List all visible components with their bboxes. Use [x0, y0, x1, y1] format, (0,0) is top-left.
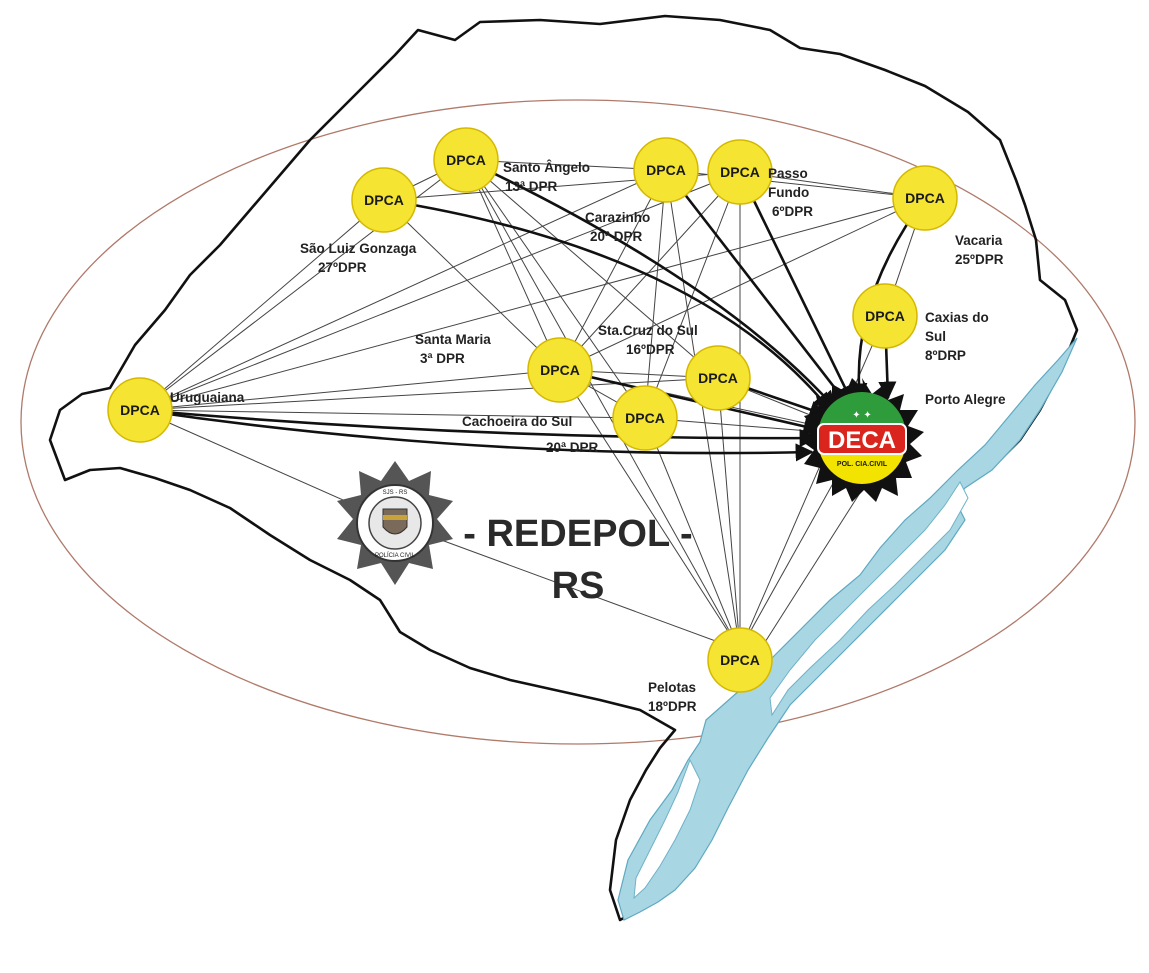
dpca-node-circle	[633, 137, 699, 203]
hub-badge-text: DECA	[828, 427, 896, 454]
dpca-node-uruguaiana: DPCA	[107, 377, 173, 443]
city-label-vacaria-line-1: Vacaria	[955, 233, 1003, 248]
city-label-cachoeira-line-1: Cachoeira do Sul	[462, 414, 572, 429]
city-label-passo-fundo-line-2: Fundo	[768, 185, 809, 200]
city-label-sao-luiz-line-1: São Luiz Gonzaga	[300, 241, 417, 256]
dpca-node-cachoeira: DPCA	[612, 385, 678, 451]
connection-lines	[139, 159, 926, 651]
city-label-santo-angelo-line-2: 13ª DPR	[505, 179, 558, 194]
dpca-node-vacaria: DPCA	[892, 165, 958, 231]
hub-red-banner	[817, 423, 907, 455]
city-labels: São Luiz Gonzaga 27ºDPR Santo Ângelo 13ª DP…	[170, 160, 1004, 714]
city-label-pelotas-line-2: 18ºDPR	[648, 699, 697, 714]
dpca-node-circle	[351, 167, 417, 233]
network-ellipse	[20, 99, 1136, 745]
seal-top-text: SJS - RS	[383, 490, 408, 496]
city-label-santo-angelo-line-1: Santo Ângelo	[503, 160, 590, 175]
dpca-node-circle	[612, 385, 678, 451]
dpca-node-text: DPCA	[540, 362, 580, 378]
dpca-node-sao-luiz: DPCA	[351, 167, 417, 233]
seal-crest-icon	[382, 508, 408, 535]
city-label-cachoeira-line-2: 20ª DPR	[546, 440, 599, 455]
seal-bottom-text: POLÍCIA CIVIL	[375, 552, 416, 559]
city-label-passo-fundo-line-1: Passo	[768, 166, 808, 181]
dpca-node-text: DPCA	[120, 402, 160, 418]
dpca-node-circle	[685, 345, 751, 411]
city-label-caxias-line-3: 8ºDRP	[925, 348, 966, 363]
city-label-santa-cruz-line-1: Sta.Cruz do Sul	[598, 323, 698, 338]
dpca-node-text: DPCA	[446, 152, 486, 168]
dpca-node-santa-cruz: DPCA	[685, 345, 751, 411]
dpca-node-pelotas: DPCA	[707, 627, 773, 693]
hub-icon-marks: ✦ ✦	[852, 410, 872, 421]
dpca-node-circle	[852, 283, 918, 349]
dpca-node-text: DPCA	[720, 652, 760, 668]
seal-crest-band	[383, 515, 407, 520]
dpca-node-text: DPCA	[698, 370, 738, 386]
title-line-1: - REDEPOL -	[463, 513, 692, 555]
dpca-node-text: DPCA	[625, 410, 665, 426]
city-label-carazinho-line-1: Carazinho	[585, 210, 650, 225]
dpca-node-passo-fundo: DPCA	[707, 139, 773, 205]
hub-badge-subtext: POL. CIA.CIVIL	[837, 461, 888, 468]
dpca-node-text: DPCA	[364, 192, 404, 208]
dpca-node-circle	[707, 139, 773, 205]
dpca-node-circle	[892, 165, 958, 231]
city-label-passo-fundo-line-3: 6ºDPR	[772, 204, 813, 219]
dpca-node-circle	[527, 337, 593, 403]
city-label-santa-maria-line-2: 3ª DPR	[420, 351, 465, 366]
coast-lagoon-south	[633, 758, 701, 900]
hub-label: Porto Alegre	[925, 392, 1006, 407]
city-label-pelotas-line-1: Pelotas	[648, 680, 696, 695]
dpca-node-text: DPCA	[646, 162, 686, 178]
dpca-node-circle	[433, 127, 499, 193]
title-line-2: RS	[552, 565, 605, 607]
dpca-node-caxias: DPCA	[852, 283, 918, 349]
dpca-node-text: DPCA	[865, 308, 905, 324]
city-label-caxias-line-1: Caxias do	[925, 310, 989, 325]
city-label-sao-luiz-line-2: 27ºDPR	[318, 260, 367, 275]
dpca-node-santa-maria: DPCA	[527, 337, 593, 403]
city-label-santa-maria-line-1: Santa Maria	[415, 332, 491, 347]
city-label-santa-cruz-line-2: 16ºDPR	[626, 342, 675, 357]
state-outline	[48, 14, 1079, 922]
police-seal: SJS - RS POLÍCIA CIVIL	[337, 461, 453, 585]
city-label-vacaria-line-2: 25ºDPR	[955, 252, 1004, 267]
dpca-node-circle	[707, 627, 773, 693]
dpca-node-circle	[107, 377, 173, 443]
deca-hub: DECA POL. CIA.CIVIL ✦ ✦	[800, 378, 924, 502]
city-label-carazinho-line-2: 20ª DPR	[590, 229, 643, 244]
city-label-uruguaiana-line-1: Uruguaiana	[170, 390, 245, 405]
dpca-node-text: DPCA	[905, 190, 945, 206]
dpca-nodes: DPCA DPCA DPCA DPCA DPCA DPCA DPCA DPCA DPCA DPCA…	[107, 127, 958, 693]
dpca-node-santo-angelo: DPCA	[433, 127, 499, 193]
dpca-node-text: DPCA	[720, 164, 760, 180]
city-label-caxias-line-2: Sul	[925, 329, 946, 344]
dpca-node-carazinho: DPCA	[633, 137, 699, 203]
coast-lagoon-inner	[769, 480, 969, 717]
